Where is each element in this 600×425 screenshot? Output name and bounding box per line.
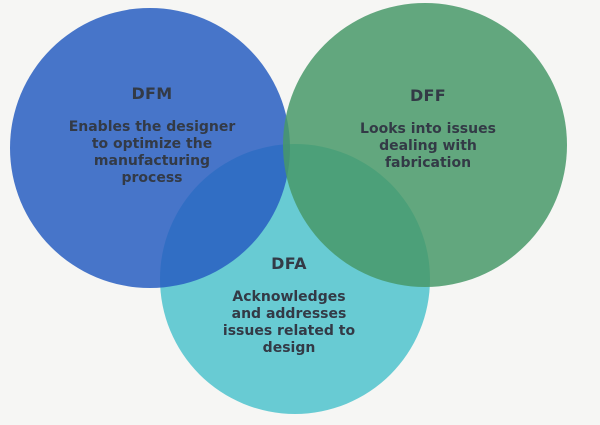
dff-title: DFF <box>409 86 447 105</box>
dfm-description: Enables the designer to optimize the man… <box>68 119 236 186</box>
venn-label-dfm: DFM Enables the designer to optimize the… <box>42 84 262 187</box>
dfa-title: DFA <box>271 254 307 273</box>
venn-label-dfa: DFA Acknowledges and addresses issues re… <box>179 254 399 357</box>
venn-circle-dff <box>283 3 567 287</box>
dff-description: Looks into issues dealing with fabricati… <box>360 121 496 171</box>
dfa-description: Acknowledges and addresses issues relate… <box>222 289 356 356</box>
venn-label-dff: DFF Looks into issues dealing with fabri… <box>318 86 538 172</box>
venn-circle-dfm <box>10 8 290 288</box>
dfm-title: DFM <box>131 84 173 103</box>
